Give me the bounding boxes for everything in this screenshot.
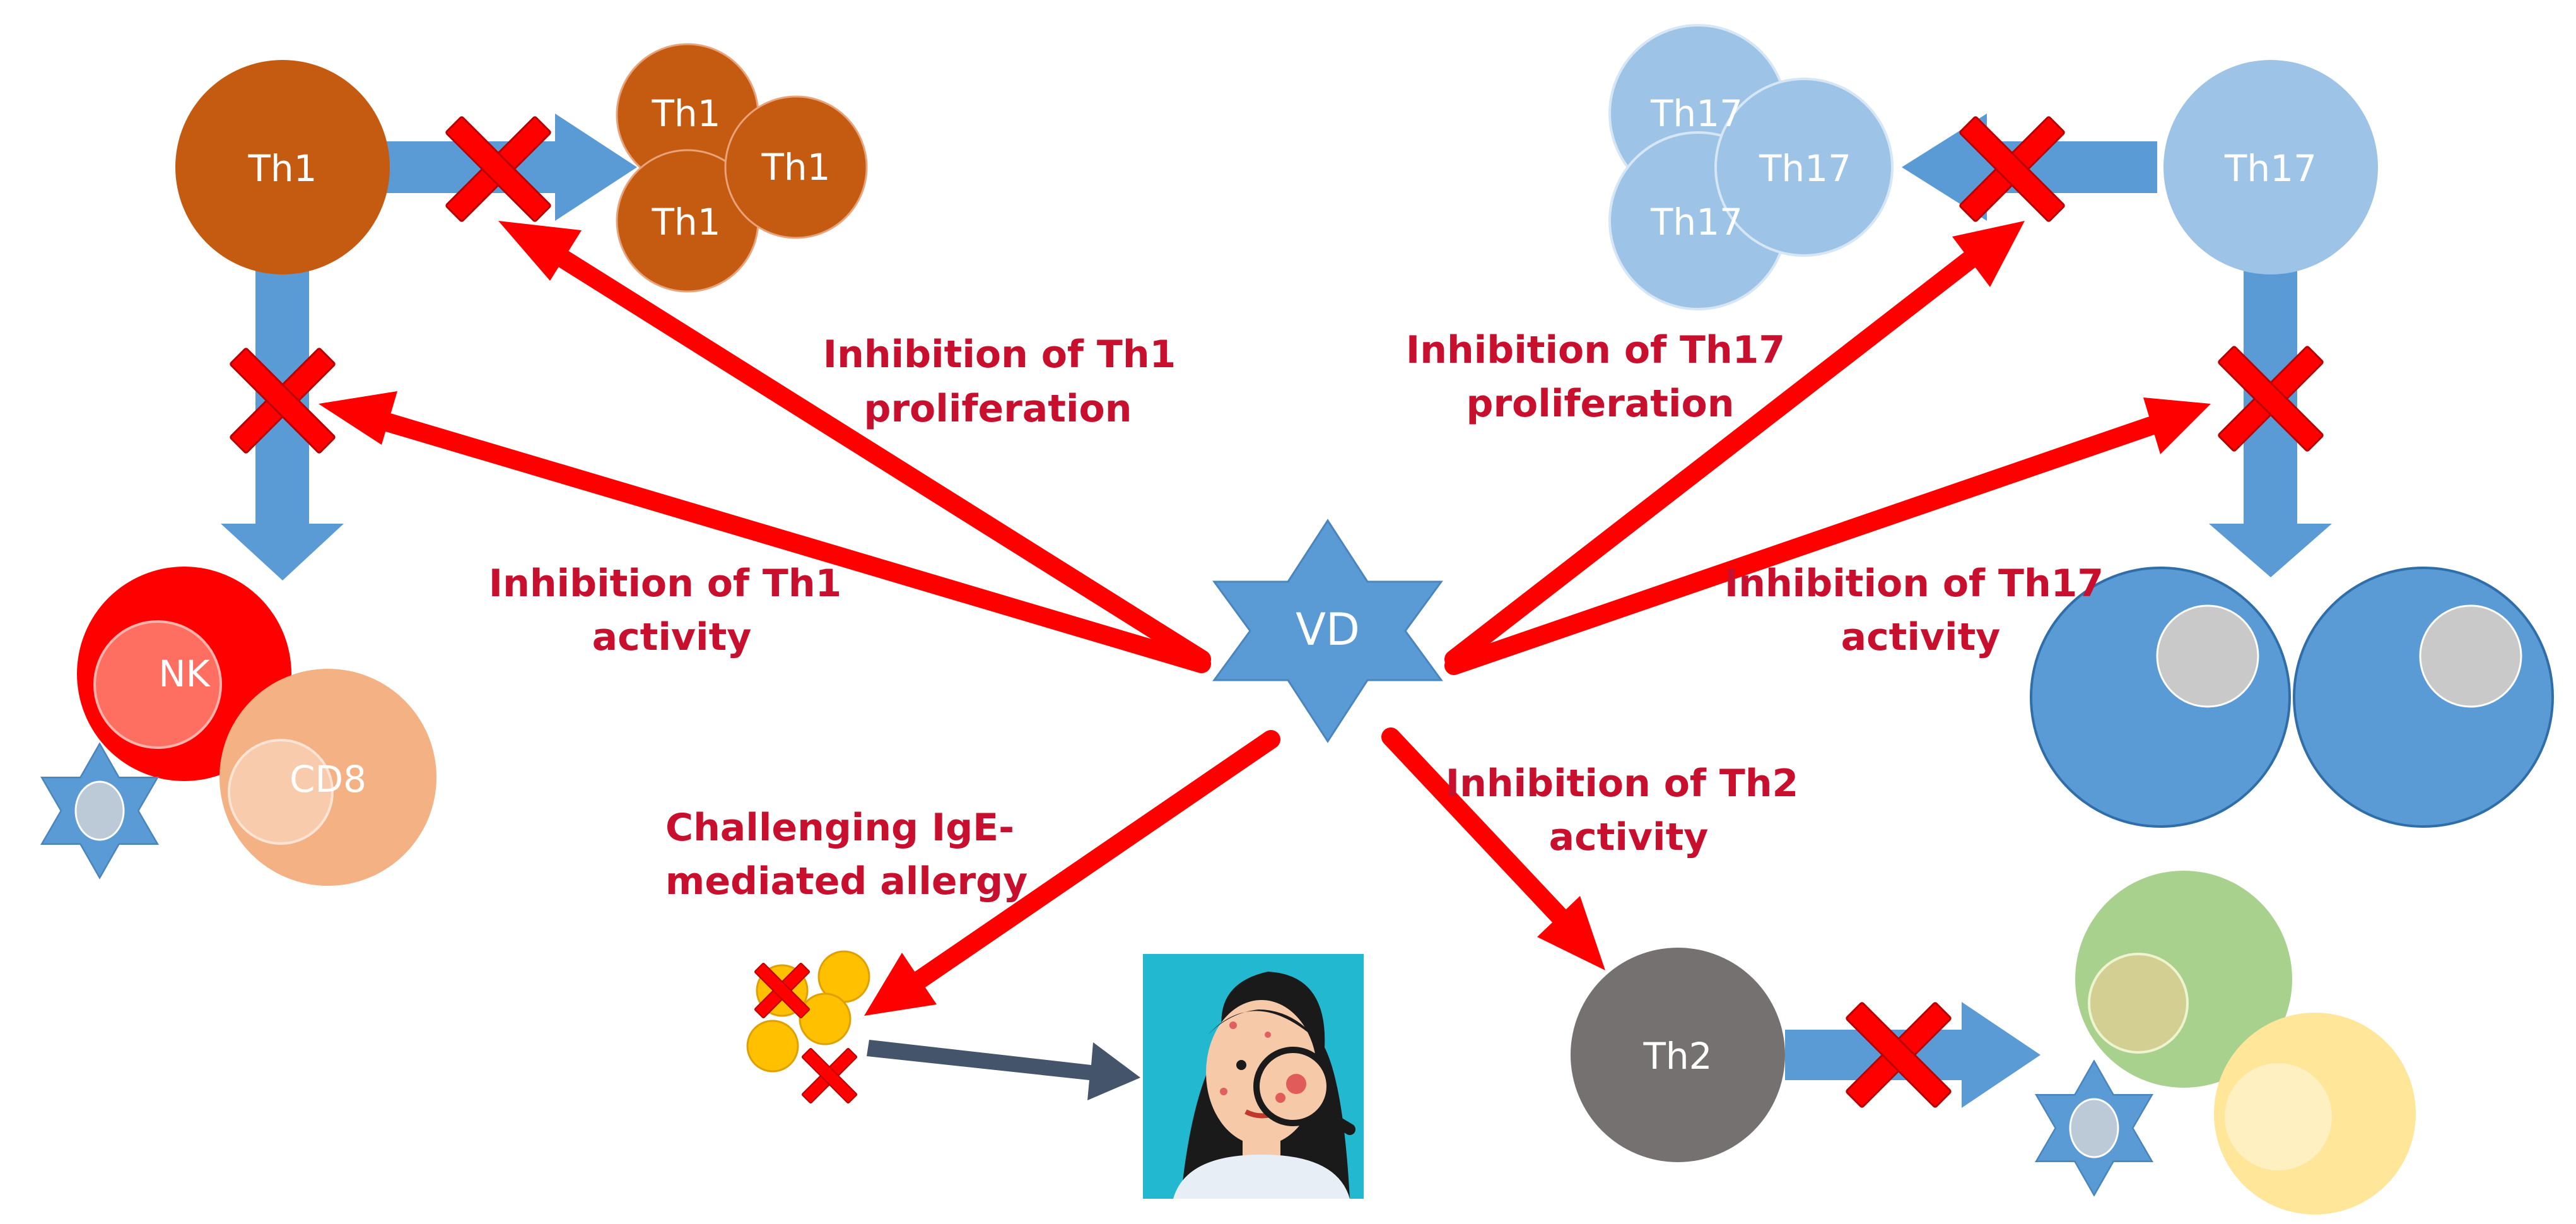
- inhibition-arrows: [319, 221, 2211, 1016]
- caption-line: activity: [1841, 615, 2001, 659]
- target-nucleus: [2419, 604, 2522, 708]
- caption-line: Inhibition of Th1: [489, 562, 842, 606]
- captions: Inhibition of Th1 proliferation Inhibiti…: [489, 328, 2117, 903]
- caption-th17-proliferation: Inhibition of Th17 proliferation: [1406, 328, 1798, 426]
- vd-star-shape: [1212, 519, 1443, 743]
- th1-cluster-label: Th1: [651, 201, 720, 244]
- caption-th1-activity: Inhibition of Th1 activity: [489, 562, 855, 659]
- caption-th2-activity: Inhibition of Th2 activity: [1446, 762, 1812, 859]
- caption-th17-activity: Inhibition of Th17 activity: [1724, 562, 2117, 659]
- caption-line: mediated allergy: [665, 859, 1027, 903]
- th1-activity-arrow: [221, 265, 344, 580]
- magnifier-icon: [1253, 1047, 1355, 1135]
- star-cell-nucleus: [74, 780, 125, 841]
- th17-group: Th17 Th17 Th17 Th17: [1608, 24, 2554, 828]
- star-cell-nucleus: [2069, 1098, 2119, 1158]
- arrow-th1-activity: [369, 410, 1211, 673]
- caption-line: proliferation: [864, 387, 1132, 431]
- arrow-th2-activity: [1381, 727, 1571, 927]
- cd8-label: CD8: [290, 758, 366, 801]
- caption-line: proliferation: [1467, 382, 1735, 426]
- arrowhead: [1537, 896, 1605, 970]
- caption-line: Inhibition of Th17: [1724, 562, 2104, 606]
- caption-line: Inhibition of Th2: [1446, 762, 1799, 806]
- arrowhead: [2143, 397, 2211, 454]
- th2-group: Th2: [1571, 871, 2416, 1215]
- cd8-nucleus: [228, 739, 334, 845]
- caption-line: activity: [1549, 815, 1709, 859]
- th17-cell-label: Th17: [2224, 147, 2317, 190]
- th17-cluster-label: Th17: [1650, 201, 1743, 244]
- ige-allergy-group: [746, 950, 1364, 1199]
- th17-cluster-cell: [1714, 78, 1894, 257]
- caption-line: activity: [592, 615, 752, 659]
- arrow-th1-proliferation: [546, 244, 1211, 669]
- th2-cell: [1571, 948, 1785, 1162]
- th1-cluster-label: Th1: [761, 146, 830, 189]
- th1-group: Th1 Th1 Th1 Th1: [175, 43, 868, 580]
- caption-line: Inhibition of Th17: [1406, 328, 1785, 372]
- arrowhead: [319, 391, 397, 445]
- caption-line: Inhibition of Th1: [823, 332, 1176, 377]
- arrow-th17-activity: [1444, 416, 2160, 675]
- th1-cluster-cell: [724, 95, 868, 239]
- th1-cluster-label: Th1: [651, 92, 720, 135]
- th17-cell: [2163, 60, 2378, 274]
- caption-line: Challenging IgE-: [665, 806, 1014, 850]
- caption-ige-allergy: Challenging IgE- mediated allergy: [665, 806, 1027, 903]
- target-nucleus: [2156, 604, 2259, 708]
- arrowhead: [1952, 221, 2025, 287]
- arrow-ige-allergy: [908, 730, 1280, 991]
- vd-label: VD: [1296, 604, 1360, 656]
- th17-activity-arrow: [2209, 265, 2332, 577]
- yellow-cell-nucleus: [2225, 1063, 2332, 1170]
- th1-cell: [175, 60, 390, 274]
- th2-label: Th2: [1642, 1035, 1712, 1078]
- caption-th1-proliferation: Inhibition of Th1 proliferation: [823, 332, 1189, 431]
- block-cross-icon: [801, 1047, 858, 1104]
- target-cell: [2293, 567, 2554, 828]
- nk-label: NK: [158, 652, 211, 695]
- nk-nucleus: [93, 620, 222, 749]
- arrow-th17-proliferation: [1444, 249, 1981, 669]
- th17-cluster-label: Th17: [1650, 92, 1743, 135]
- target-cell: [2030, 567, 2291, 828]
- nk-cd8-group: NK CD8: [40, 567, 436, 886]
- gold-granule: [799, 992, 852, 1045]
- green-cell-nucleus: [2088, 953, 2189, 1054]
- gold-granule: [746, 1020, 799, 1073]
- allergy-result-arrow: [867, 1040, 1140, 1100]
- arrowhead: [864, 953, 937, 1016]
- th1-cell-label: Th1: [247, 147, 317, 190]
- th17-cluster-label: Th17: [1759, 147, 1851, 190]
- arrowhead: [498, 221, 582, 281]
- vd-star: VD: [1212, 519, 1443, 743]
